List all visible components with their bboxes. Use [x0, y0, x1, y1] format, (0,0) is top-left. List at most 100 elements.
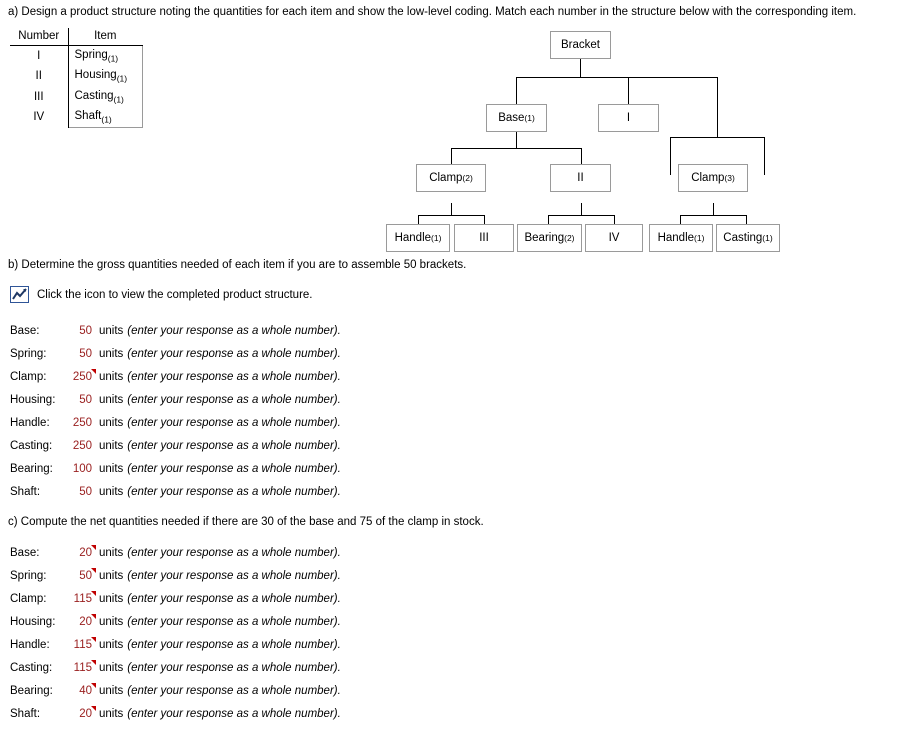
table-header-number: Number	[10, 28, 69, 46]
row-item: Housing(1)	[67, 66, 143, 87]
answer-value[interactable]: 50	[68, 568, 96, 582]
answer-value[interactable]: 250	[72, 417, 92, 429]
answer-label: Housing:	[10, 616, 56, 628]
tree-node-roman-i: I	[598, 104, 659, 132]
net-answer-handle: Handle: 115 units (enter your response a…	[10, 637, 341, 651]
answer-label: Casting:	[10, 662, 53, 674]
part-a-question: a) Design a product structure noting the…	[8, 6, 857, 18]
net-answer-spring: Spring: 50 units (enter your response as…	[10, 568, 341, 582]
tree-node-label: Casting	[723, 232, 763, 244]
net-answer-casting: Casting: 115 units (enter your response …	[10, 660, 341, 674]
tree-node-qty: (1)	[524, 113, 535, 123]
tree-connector	[451, 203, 452, 215]
row-item-label: Spring	[74, 49, 108, 61]
answer-value[interactable]: 40	[68, 683, 96, 697]
tree-node-label: Handle	[394, 232, 432, 244]
answer-label: Handle:	[10, 639, 50, 651]
answer-units: units	[99, 417, 124, 429]
row-number: III	[10, 86, 69, 107]
row-number: I	[10, 45, 69, 67]
row-item-label: Shaft	[74, 109, 102, 122]
gross-answer-base: Base: 50 units (enter your response as a…	[10, 325, 341, 337]
gross-answer-casting: Casting: 250 units (enter your response …	[10, 440, 341, 452]
answer-value[interactable]: 50	[79, 486, 92, 498]
answer-value[interactable]: 50	[79, 348, 92, 360]
answer-label: Spring:	[10, 570, 47, 582]
answer-value[interactable]: 115	[68, 591, 96, 605]
tree-node-label: Bracket	[561, 39, 600, 51]
line-chart-icon[interactable]	[10, 286, 29, 303]
answer-label: Bearing:	[10, 685, 53, 697]
tree-node-label: Clamp	[691, 172, 725, 184]
tree-connector	[451, 148, 452, 175]
tree-node-qty: (1)	[431, 233, 442, 243]
tree-node-base: Base(1)	[486, 104, 547, 132]
gross-answer-clamp: Clamp: 250 units (enter your response as…	[10, 369, 341, 383]
part-b-question: b) Determine the gross quantities needed…	[8, 259, 467, 271]
answer-label: Shaft:	[10, 708, 41, 720]
answer-note: (enter your response as a whole number).	[127, 570, 341, 582]
answer-value[interactable]: 20	[68, 545, 96, 559]
answer-note: (enter your response as a whole number).	[127, 708, 341, 720]
tree-node-qty: (2)	[564, 233, 575, 243]
tree-node-qty: (1)	[762, 233, 773, 243]
tree-connector	[451, 148, 581, 149]
answer-note: (enter your response as a whole number).	[127, 394, 341, 406]
answer-value[interactable]: 250	[72, 440, 92, 452]
answer-value[interactable]: 50	[79, 394, 92, 406]
tree-connector	[516, 77, 517, 104]
answer-note: (enter your response as a whole number).	[127, 325, 341, 337]
tree-node-qty: (1)	[694, 233, 705, 243]
product-structure-icon-row[interactable]: Click the icon to view the completed pro…	[10, 286, 313, 303]
answer-label: Clamp:	[10, 371, 47, 383]
answer-units: units	[99, 547, 124, 559]
tree-connector	[418, 215, 484, 216]
answer-units: units	[99, 394, 124, 406]
tree-node-handle-a: Handle(1)	[386, 224, 450, 252]
tree-node-label: Handle	[657, 232, 695, 244]
answer-label: Spring:	[10, 348, 47, 360]
answer-value[interactable]: 115	[68, 660, 96, 674]
answer-value[interactable]: 250	[68, 369, 96, 383]
tree-connector	[670, 137, 764, 138]
tree-node-qty: (3)	[724, 173, 735, 183]
answer-units: units	[99, 685, 124, 697]
gross-answer-spring: Spring: 50 units (enter your response as…	[10, 348, 341, 360]
tree-connector	[580, 59, 581, 77]
row-item-label: Housing	[74, 69, 117, 82]
tree-connector	[581, 203, 582, 215]
table-row: IV Shaft(1)	[10, 106, 143, 129]
answer-value[interactable]: 115	[68, 637, 96, 651]
tree-node-label: I	[626, 112, 631, 124]
tree-connector	[764, 137, 765, 175]
answer-note: (enter your response as a whole number).	[127, 348, 341, 360]
answer-note: (enter your response as a whole number).	[127, 486, 341, 498]
tree-connector	[713, 203, 714, 215]
icon-caption: Click the icon to view the completed pro…	[37, 288, 313, 301]
answer-units: units	[99, 593, 124, 605]
answer-label: Shaft:	[10, 486, 41, 498]
tree-connector	[581, 148, 582, 175]
net-answer-clamp: Clamp: 115 units (enter your response as…	[10, 591, 341, 605]
answer-value[interactable]: 50	[79, 325, 92, 337]
table-header-item: Item	[68, 28, 142, 46]
gross-answer-bearing: Bearing: 100 units (enter your response …	[10, 463, 341, 475]
answer-label: Base:	[10, 325, 40, 337]
answer-note: (enter your response as a whole number).	[127, 639, 341, 651]
product-structure-tree: Bracket Base(1) I Clamp(2) II Clamp(3) H…	[380, 28, 800, 252]
answer-value[interactable]: 100	[72, 463, 92, 475]
tree-node-handle-b: Handle(1)	[649, 224, 713, 252]
net-answer-base: Base: 20 units (enter your response as a…	[10, 545, 341, 559]
row-number: II	[10, 66, 69, 87]
answer-note: (enter your response as a whole number).	[127, 593, 341, 605]
tree-connector	[548, 215, 614, 216]
answer-units: units	[99, 662, 124, 674]
part-c-question: c) Compute the net quantities needed if …	[8, 516, 484, 528]
answer-label: Casting:	[10, 440, 53, 452]
answer-label: Handle:	[10, 417, 50, 429]
gross-answer-housing: Housing: 50 units (enter your response a…	[10, 394, 341, 406]
answer-value[interactable]: 20	[68, 706, 96, 720]
row-item: Shaft(1)	[67, 106, 143, 129]
answer-value[interactable]: 20	[68, 614, 96, 628]
